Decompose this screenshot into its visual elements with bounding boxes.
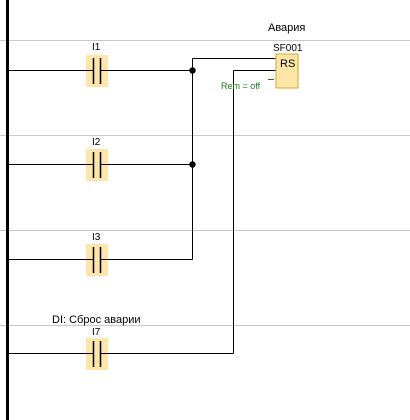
- block-comment: Авария: [268, 22, 305, 34]
- contact-i3[interactable]: I3: [86, 232, 108, 276]
- rs-block[interactable]: Авария SF001 RS Rem = off: [221, 22, 305, 91]
- junction-dot: [189, 67, 196, 74]
- contact-box: [86, 55, 108, 87]
- contact-comment: DI: Сброс аварии: [52, 314, 141, 326]
- contact-box: [86, 338, 108, 370]
- wires: [9, 58, 276, 354]
- contact-i1[interactable]: I1: [86, 42, 108, 87]
- contact-label: I3: [92, 232, 101, 243]
- contact-i2[interactable]: I2: [86, 137, 108, 181]
- contact-label: I2: [92, 137, 101, 148]
- contact-i7[interactable]: DI: Сброс аварии I7: [52, 314, 141, 370]
- rs-block-body: [275, 53, 299, 89]
- block-id-label: SF001: [273, 43, 303, 54]
- block-param-label: Rem = off: [221, 81, 261, 91]
- contact-box: [86, 244, 108, 276]
- rs-type-label: RS: [280, 58, 295, 70]
- rung-dividers: [0, 40, 410, 326]
- left-power-rail: [6, 0, 9, 420]
- junction-dot: [189, 161, 196, 168]
- contact-box: [86, 149, 108, 181]
- contact-label: I7: [92, 327, 101, 338]
- contact-label: I1: [92, 42, 101, 53]
